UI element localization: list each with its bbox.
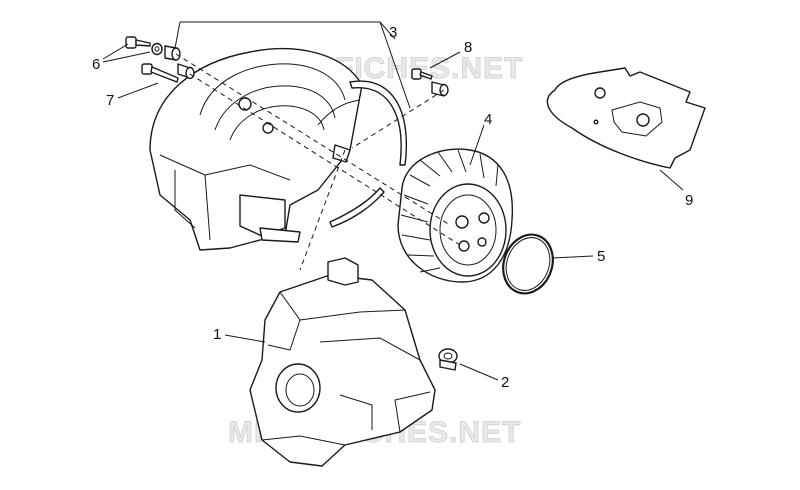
callout-1: 1 [213,326,221,343]
callout-7: 7 [106,92,114,109]
callout-4: 4 [484,111,492,128]
alignment-lines [175,53,461,271]
screw-part-6 [125,36,181,61]
retaining-strip-lower [329,187,385,228]
callout-8: 8 [464,39,472,56]
callout-9: 9 [685,192,693,209]
long-bolt-part-7 [141,63,195,83]
cooling-fan-part-4 [397,148,514,283]
lower-cover-part-1 [249,257,436,467]
fan-shroud-part-3 [149,48,363,251]
o-ring-part-5 [502,233,554,295]
gasket-plate-part-9 [546,67,706,169]
callout-6: 6 [92,56,100,73]
retaining-strip-upper [317,80,407,166]
fitting-part-2 [438,348,458,371]
callout-5: 5 [597,248,605,265]
callout-3: 3 [389,24,397,41]
callout-2: 2 [501,374,509,391]
screw-part-8 [411,68,449,97]
leader-lines [102,21,684,381]
